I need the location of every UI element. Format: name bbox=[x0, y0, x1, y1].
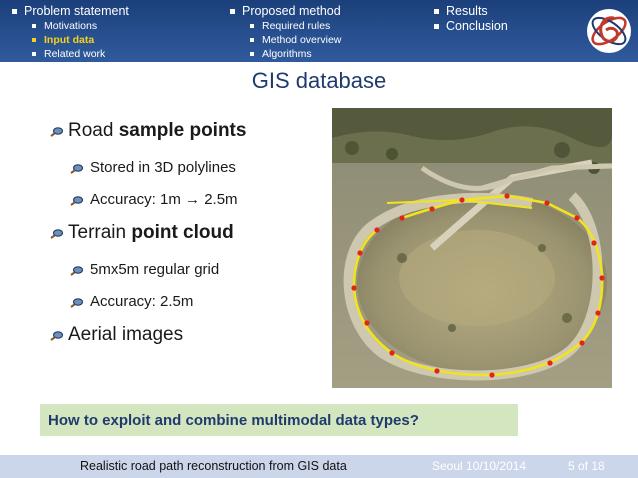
nav-subitem-algorithms[interactable]: Algorithms bbox=[228, 47, 341, 61]
nav-subitem-required-rules[interactable]: Required rules bbox=[228, 19, 341, 33]
bullet-terrain-point-cloud: Terrain point cloud bbox=[48, 218, 328, 256]
key-question-text: How to exploit and combine multimodal da… bbox=[48, 412, 419, 429]
nav-subitem-related-work[interactable]: Related work bbox=[10, 47, 129, 61]
bullet-aerial-images: Aerial images bbox=[48, 320, 328, 358]
bullet-text: Terrain bbox=[68, 222, 132, 243]
magnifier-icon bbox=[50, 331, 64, 341]
institution-logo bbox=[587, 9, 631, 53]
nav-item-proposed-method[interactable]: Proposed method bbox=[228, 4, 341, 19]
bullet-text: Accuracy: 1m → 2.5m bbox=[90, 191, 238, 208]
key-question-callout: How to exploit and combine multimodal da… bbox=[40, 404, 518, 436]
nav-column-results: Results Conclusion bbox=[432, 4, 508, 34]
bullet-accuracy-road: Accuracy: 1m → 2.5m bbox=[48, 186, 328, 218]
magnifier-icon bbox=[50, 127, 64, 137]
nav-subitem-input-data[interactable]: Input data bbox=[10, 33, 129, 47]
nav-column-problem: Problem statement Motivations Input data… bbox=[10, 4, 129, 61]
nav-item-results[interactable]: Results bbox=[432, 4, 508, 19]
aerial-road-interchange-image bbox=[332, 108, 612, 388]
bullet-text: 5mx5m regular grid bbox=[90, 261, 220, 278]
bullet-regular-grid: 5mx5m regular grid bbox=[48, 256, 328, 288]
bullet-bold-text: sample points bbox=[118, 120, 247, 141]
nav-item-conclusion[interactable]: Conclusion bbox=[432, 19, 508, 34]
magnifier-icon bbox=[70, 196, 84, 206]
magnifier-icon bbox=[70, 298, 84, 308]
page-number: 5 of 18 bbox=[568, 459, 605, 473]
presentation-title: Realistic road path reconstruction from … bbox=[80, 459, 347, 473]
magnifier-icon bbox=[50, 229, 64, 239]
bullet-road-sample-points: Road sample points bbox=[48, 116, 328, 154]
section-navigation-bar: Problem statement Motivations Input data… bbox=[0, 0, 638, 62]
bullet-accuracy-terrain: Accuracy: 2.5m bbox=[48, 288, 328, 320]
slide-title: GIS database bbox=[251, 68, 387, 93]
nav-column-method: Proposed method Required rules Method ov… bbox=[228, 4, 341, 61]
magnifier-icon bbox=[70, 164, 84, 174]
magnifier-icon bbox=[70, 266, 84, 276]
nav-item-problem-statement[interactable]: Problem statement bbox=[10, 4, 129, 19]
bullet-text: Accuracy: 2.5m bbox=[90, 293, 194, 310]
bullet-bold-text: point cloud bbox=[131, 222, 234, 243]
event-location-date: Seoul 10/10/2014 bbox=[432, 459, 527, 473]
bullet-text: Road bbox=[68, 120, 119, 141]
nav-subitem-method-overview[interactable]: Method overview bbox=[228, 33, 341, 47]
bullet-list: Road sample points Stored in 3D polyline… bbox=[48, 116, 328, 358]
bullet-stored-polylines: Stored in 3D polylines bbox=[48, 154, 328, 186]
bullet-text: Stored in 3D polylines bbox=[90, 159, 236, 176]
bullet-text: Aerial images bbox=[68, 324, 184, 345]
nav-subitem-motivations[interactable]: Motivations bbox=[10, 19, 129, 33]
slide-footer: Realistic road path reconstruction from … bbox=[0, 455, 638, 478]
